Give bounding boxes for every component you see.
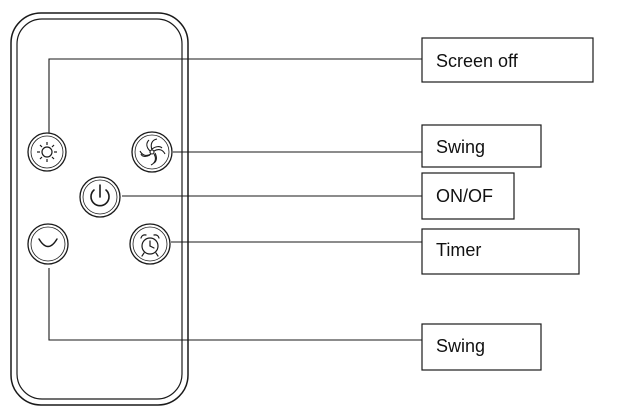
label-swing-top-text: Swing bbox=[436, 137, 485, 157]
brightness-icon bbox=[37, 142, 57, 162]
screen-off-button[interactable] bbox=[27, 132, 67, 172]
power-icon bbox=[90, 184, 110, 207]
label-swing-top: Swing bbox=[421, 124, 542, 168]
swing-icon bbox=[38, 238, 58, 248]
leader-lines bbox=[48, 58, 422, 341]
label-screen-off-text: Screen off bbox=[436, 51, 519, 71]
label-timer: Timer bbox=[421, 228, 580, 275]
remote-body bbox=[10, 12, 189, 406]
power-button[interactable] bbox=[79, 176, 121, 218]
label-timer-text: Timer bbox=[436, 240, 481, 260]
timer-button[interactable] bbox=[129, 223, 171, 265]
leader-line-screen-off bbox=[48, 58, 422, 134]
label-swing-bottom-text: Swing bbox=[436, 336, 485, 356]
label-on-off: ON/OF bbox=[421, 172, 515, 220]
alarm-clock-icon bbox=[140, 234, 160, 257]
swing-fan-button[interactable] bbox=[131, 131, 173, 173]
leader-line-swing-bottom bbox=[48, 268, 422, 341]
label-swing-bottom: Swing bbox=[421, 323, 542, 371]
fan-icon bbox=[139, 138, 166, 166]
label-screen-off: Screen off bbox=[421, 37, 594, 83]
swing-button[interactable] bbox=[27, 223, 69, 265]
label-on-off-text: ON/OF bbox=[436, 186, 493, 206]
